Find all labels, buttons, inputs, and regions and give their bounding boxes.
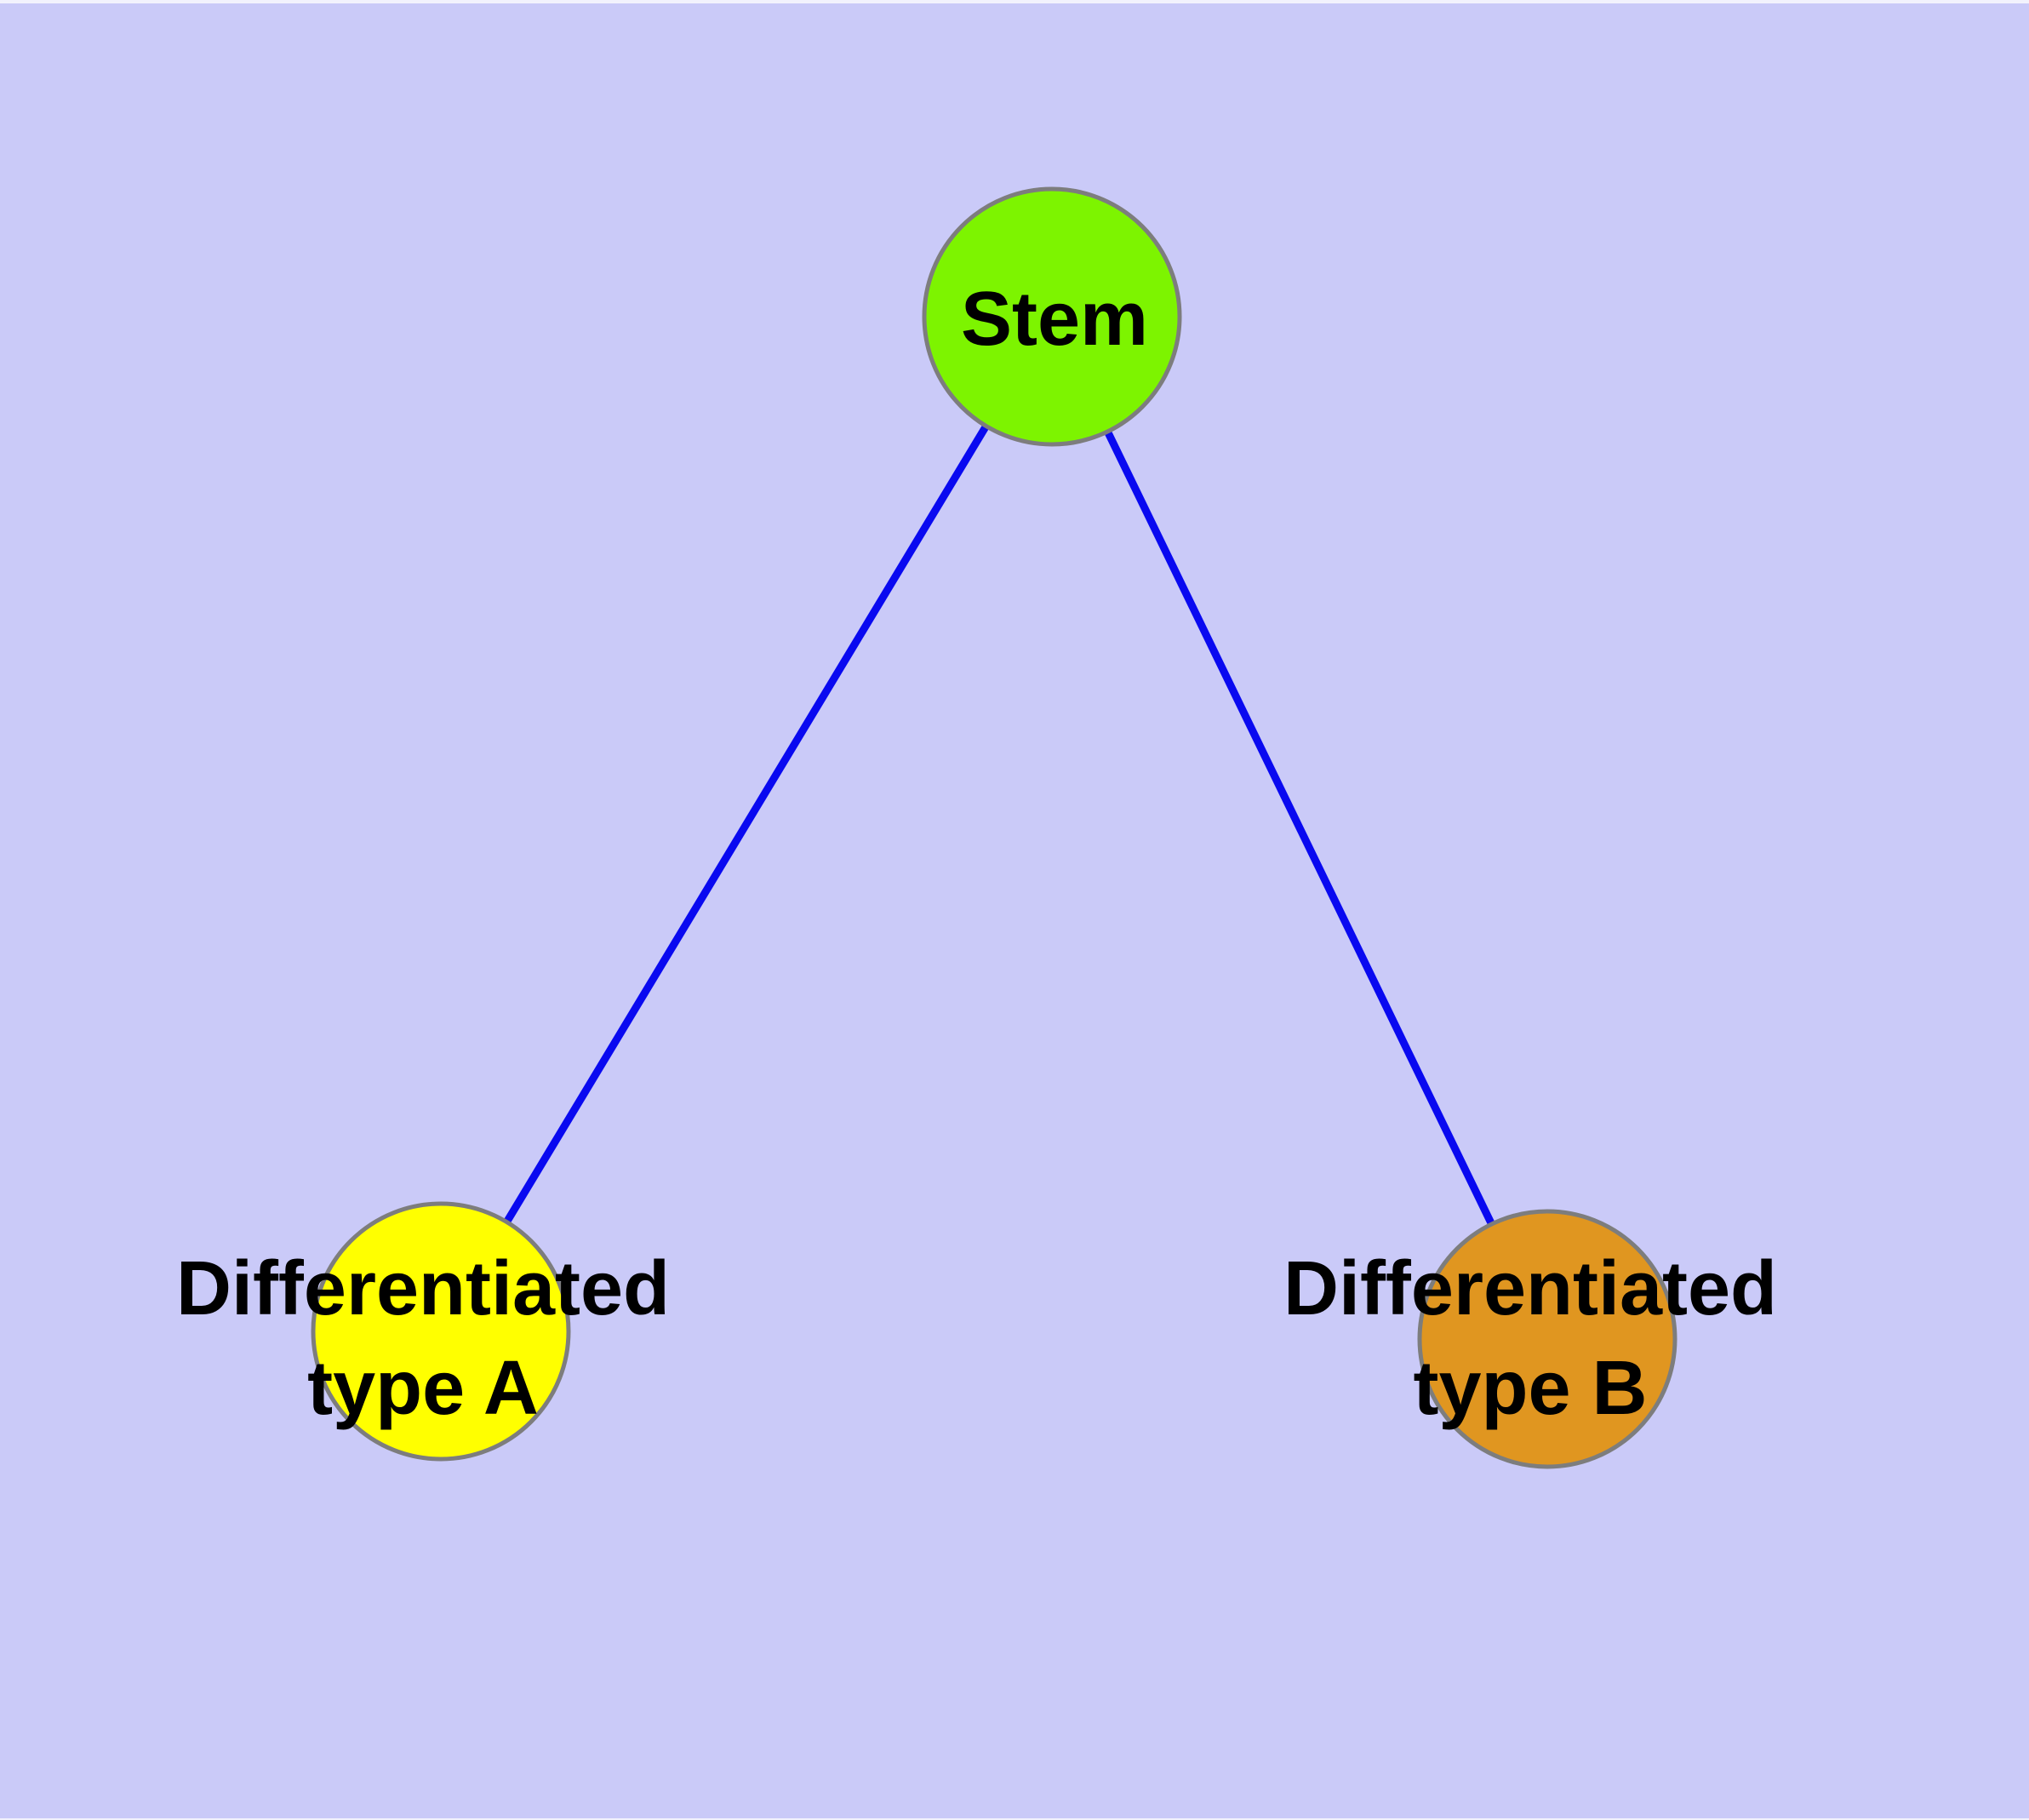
node-differentiated-type-b-label-line2: type B [1413, 1346, 1647, 1431]
node-differentiated-type-b-label-line1: Differentiated [1283, 1246, 1777, 1331]
node-differentiated-type-b-circle [1417, 1209, 1677, 1469]
node-differentiated-type-a-label-line2: type A [307, 1346, 539, 1431]
node-differentiated-type-a-circle [311, 1201, 571, 1462]
node-differentiated-type-a-label-line1: Differentiated [176, 1246, 670, 1331]
edge-stem-to-differentiated-type-b [1048, 315, 1552, 1341]
node-stem-circle [922, 186, 1182, 447]
node-stem-label: Stem [961, 277, 1148, 362]
edge-stem-to-differentiated-type-a [437, 314, 1055, 1334]
